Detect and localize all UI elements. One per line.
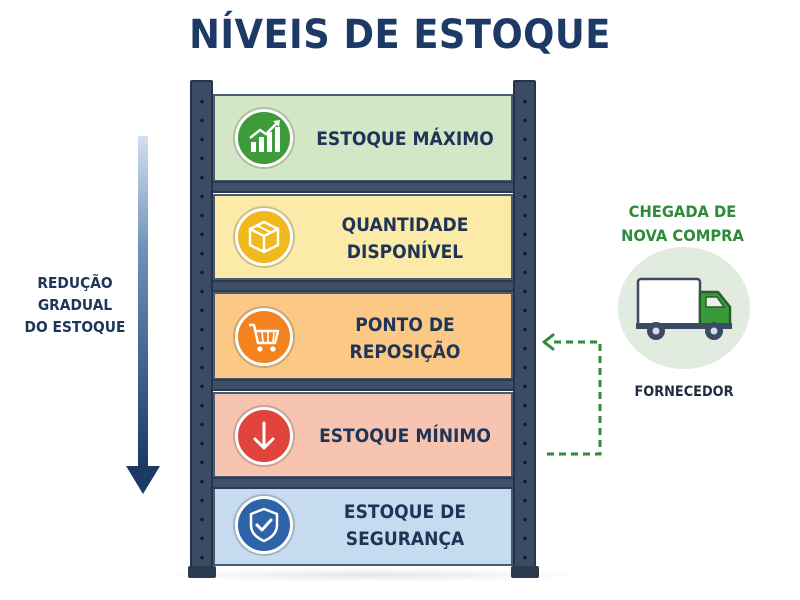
level-label-line: QUANTIDADE	[341, 214, 469, 236]
level-label-safety: ESTOQUE DE SEGURANÇA	[315, 499, 495, 553]
new-purchase-label: CHEGADA DE NOVA COMPRA	[607, 200, 759, 248]
level-label-maximum: ESTOQUE MÁXIMO	[315, 126, 495, 153]
shelf-foot	[511, 566, 539, 578]
reduction-label: REDUÇÃO GRADUAL DO ESTOQUE	[24, 272, 126, 338]
level-maximum: ESTOQUE MÁXIMO	[213, 94, 513, 182]
level-safety: ESTOQUE DE SEGURANÇA	[213, 482, 513, 566]
level-label-minimum: ESTOQUE MÍNIMO	[315, 423, 495, 450]
arrow-down-icon	[235, 407, 293, 465]
level-label-line: DISPONÍVEL	[346, 241, 464, 263]
level-label-line: PONTO DE	[355, 314, 455, 336]
level-label-available: QUANTIDADE DISPONÍVEL	[315, 212, 495, 266]
level-label-line: REPOSIÇÃO	[349, 341, 461, 363]
floor-shadow	[150, 568, 590, 582]
shelf-post-left	[190, 80, 213, 578]
shelf-beam	[211, 181, 515, 193]
reduction-label-line: GRADUAL	[37, 296, 113, 314]
level-label-line: ESTOQUE MÁXIMO	[316, 128, 494, 150]
reduction-label-line: DO ESTOQUE	[24, 318, 126, 336]
shelf-foot	[188, 566, 216, 578]
supplier-label: FORNECEDOR	[634, 384, 734, 400]
shelf-beam	[211, 280, 515, 292]
shield-check-icon	[235, 496, 293, 554]
reduction-label-line: REDUÇÃO	[37, 274, 113, 292]
level-available: QUANTIDADE DISPONÍVEL	[213, 194, 513, 280]
shelf-beam	[211, 477, 515, 489]
replenishment-connector-arrow	[542, 333, 602, 456]
level-label-line: ESTOQUE DE	[343, 501, 467, 523]
level-label-line: SEGURANÇA	[345, 528, 465, 550]
reduction-arrow-icon	[126, 136, 160, 494]
truck-icon	[636, 277, 732, 340]
new-purchase-label-line: NOVA COMPRA	[621, 226, 744, 245]
inventory-shelf: ESTOQUE MÁXIMO QUANTIDADE DISPONÍVEL	[188, 80, 540, 580]
cart-icon	[235, 308, 293, 366]
level-label-reorder-point: PONTO DE REPOSIÇÃO	[315, 312, 495, 366]
page-title: NÍVEIS DE ESTOQUE	[189, 12, 611, 58]
shelf-beam	[211, 379, 515, 391]
chart-up-icon	[235, 109, 293, 167]
box-icon	[235, 208, 293, 266]
level-label-line: ESTOQUE MÍNIMO	[319, 425, 491, 447]
level-reorder-point: PONTO DE REPOSIÇÃO	[213, 292, 513, 380]
shelf-post-right	[513, 80, 536, 578]
new-purchase-label-line: CHEGADA DE	[628, 202, 737, 221]
supplier-badge	[618, 247, 750, 369]
level-minimum: ESTOQUE MÍNIMO	[213, 392, 513, 478]
